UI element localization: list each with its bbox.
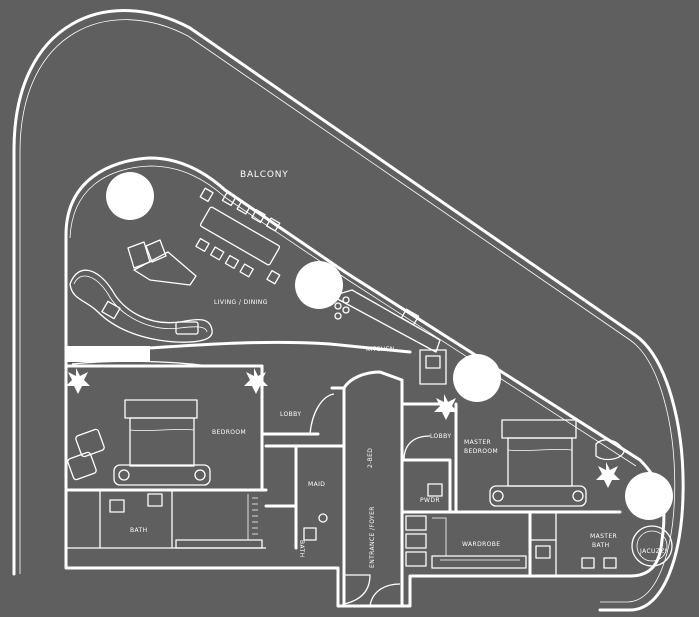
column (625, 472, 673, 520)
label-lobby-right: LOBBY (430, 433, 451, 440)
lobby-door-swing (309, 393, 335, 435)
coffee-table (175, 321, 199, 335)
master-bath (528, 510, 673, 576)
living-room-boundary (64, 340, 412, 354)
lobby-right-door (403, 435, 431, 461)
label-master-bath-1: MASTER (590, 533, 617, 540)
fridge (425, 355, 441, 369)
label-balcony: BALCONY (240, 170, 289, 180)
label-bedroom: BEDROOM (212, 429, 246, 436)
left-bath-toilet (109, 499, 125, 513)
stove-burner (342, 296, 350, 304)
bedroom-top-wall (66, 346, 150, 362)
label-wardrobe: WARDROBE (462, 541, 501, 548)
label-two-bed: 2-BED (367, 448, 374, 468)
plant-icon (434, 394, 458, 420)
balcony-outer-edge (12, 9, 685, 612)
maid-room-walls (264, 444, 346, 550)
column (295, 261, 343, 309)
stove-burner (334, 312, 342, 320)
label-master-bedroom-2: BEDROOM (464, 448, 498, 455)
kitchen-counter (331, 289, 441, 353)
stove-burner (342, 306, 350, 314)
sofa (69, 269, 213, 343)
label-bath-left: BATH (130, 527, 148, 534)
lobby-right-walls (400, 402, 452, 514)
label-living-dining: LIVING / DINING (214, 299, 268, 306)
balcony-glass-line (69, 165, 637, 467)
lobby-left-walls (260, 364, 346, 608)
stove-burner (334, 302, 342, 310)
left-bath-partition (66, 490, 266, 549)
label-kitchen: KITCHEN (366, 346, 395, 353)
label-pwdr: PWDR (420, 497, 440, 504)
label-master-bedroom-1: MASTER (464, 439, 491, 446)
dining-set (195, 187, 281, 285)
balcony-inner-edge (19, 19, 676, 603)
right-wardrobe (404, 510, 532, 578)
lounge-chairs (127, 239, 197, 286)
plant-icon (66, 368, 90, 394)
bedroom-left (64, 360, 264, 492)
plant-icon (244, 368, 268, 394)
label-entrance-foyer: ENTRANCE /FOYER (369, 506, 376, 568)
left-wardrobe (175, 494, 263, 549)
entrance-door (369, 583, 401, 607)
column (453, 354, 501, 402)
maid-bath-toilet (303, 527, 317, 541)
master-bedroom (454, 402, 625, 514)
corridor-door (343, 574, 371, 605)
column (106, 172, 154, 220)
label-maid: MAID (308, 481, 325, 488)
label-bath-maid: BATH (298, 540, 305, 558)
side-table (101, 300, 121, 320)
left-bath-sink (147, 493, 163, 507)
label-jacuzzi: JACUZZI (639, 548, 667, 555)
kitchen-island (419, 349, 447, 385)
label-lobby-left: LOBBY (280, 411, 301, 418)
pwdr-toilet (427, 483, 443, 497)
maid-bath-sink (318, 513, 328, 523)
interior-outline (64, 156, 666, 608)
entrance-corridor (342, 370, 404, 608)
plant-icon (596, 462, 620, 488)
label-master-bath-2: BATH (592, 542, 610, 549)
kitchen-sink (400, 308, 420, 326)
